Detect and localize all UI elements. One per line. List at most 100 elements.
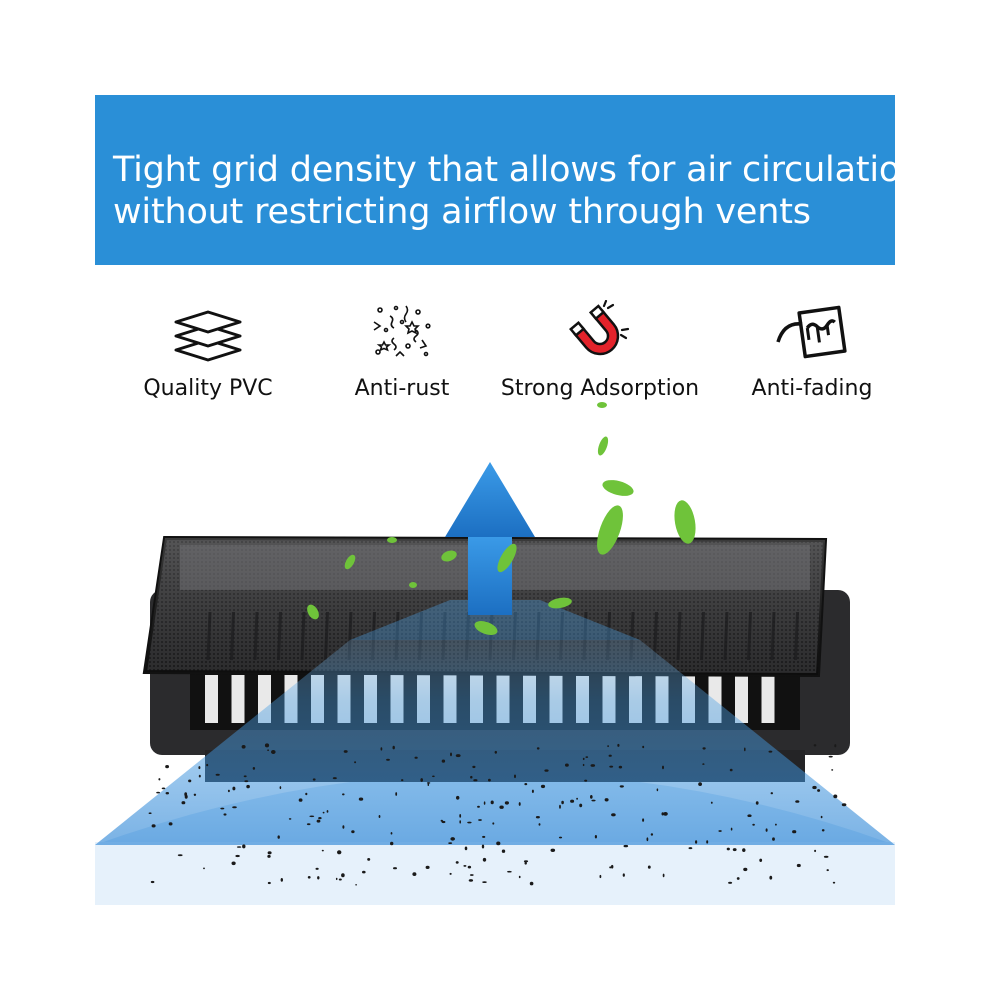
dust-particle [412, 872, 417, 876]
dust-particle [305, 792, 308, 796]
dust-particle [386, 758, 390, 761]
feature-anti-rust: Anti-rust [355, 300, 449, 401]
dust-particle [220, 807, 225, 810]
mesh-rib [747, 611, 752, 661]
dust-particle [380, 747, 383, 751]
dust-particle [642, 818, 645, 822]
dust-particle [468, 879, 474, 882]
paint-bucket-icon [772, 300, 852, 370]
dust-particle [168, 822, 173, 826]
dust-particle [158, 778, 161, 781]
dust-particle [726, 847, 730, 851]
dust-particle [441, 759, 446, 763]
dust-particle [814, 849, 817, 853]
dust-particle [759, 858, 763, 862]
dust-particle [565, 763, 569, 767]
dust-particle [772, 837, 775, 841]
dust-particle [242, 844, 246, 849]
dust-particle [341, 873, 345, 878]
dust-particle [321, 849, 324, 852]
feature-label-anti-rust: Anti-rust [354, 376, 450, 401]
dust-particle [312, 778, 316, 781]
dust-particle [277, 835, 280, 839]
dust-particle [728, 881, 733, 884]
headline-banner: Tight grid density that allows for air c… [95, 95, 922, 265]
dust-particle [362, 870, 366, 874]
feature-label-quality-pvc: Quality PVC [143, 376, 273, 401]
dust-particle [455, 754, 461, 758]
dust-particle [335, 877, 338, 881]
dust-particle [833, 794, 838, 799]
dust-particle [482, 857, 487, 862]
dust-particle [420, 778, 424, 782]
dust-particle [482, 881, 487, 883]
mesh-rib [230, 611, 235, 661]
dust-particle [358, 797, 364, 801]
dust-particle [342, 825, 345, 829]
layers-icon [168, 300, 248, 364]
dust-particle [481, 844, 485, 849]
dust-particle [623, 844, 629, 848]
dust-particle [570, 799, 575, 803]
dust-particle [611, 864, 614, 869]
dust-particle [165, 765, 170, 769]
dust-particle [841, 803, 847, 807]
dust-particle [656, 788, 659, 792]
dust-particle [538, 823, 541, 826]
dust-particle [820, 815, 823, 819]
dust-particle [622, 873, 625, 877]
feature-anti-fading: Anti-fading [752, 300, 872, 401]
dust-particle [449, 872, 452, 875]
dust-particle [298, 798, 303, 802]
dust-particle [730, 827, 733, 831]
dust-particle [544, 769, 549, 772]
dust-particle [531, 789, 534, 793]
dust-particle [662, 873, 665, 878]
dust-particle [812, 785, 817, 790]
dust-particle [504, 801, 509, 805]
dust-particle [232, 786, 236, 791]
dust-particle [390, 832, 393, 835]
dust-particle [279, 786, 282, 790]
dust-particle [232, 806, 237, 809]
mesh-rib [324, 611, 329, 661]
dust-particle [315, 867, 319, 870]
dust-particle [823, 855, 829, 858]
dust-particle [736, 877, 740, 880]
dust-particle [594, 835, 598, 839]
dust-particle [426, 782, 431, 784]
dust-particle [151, 824, 156, 828]
dust-particle [650, 833, 654, 836]
dust-particle [148, 812, 152, 814]
dust-particle [478, 819, 482, 821]
dust-particle [440, 819, 443, 822]
dust-particle [617, 743, 620, 747]
dust-particle [795, 800, 800, 803]
feature-quality-pvc: Quality PVC [143, 300, 273, 401]
vent-cover-illustration [95, 402, 895, 905]
dust-particle [246, 784, 250, 789]
dust-particle [831, 769, 834, 771]
dust-particle [469, 874, 474, 876]
dust-particle [472, 765, 476, 769]
dust-particle [215, 773, 220, 776]
dust-particle [585, 756, 589, 758]
dust-particle [482, 835, 486, 838]
dust-particle [432, 775, 435, 778]
dust-particle [317, 876, 320, 880]
dust-particle [695, 840, 698, 844]
dust-particle [337, 850, 342, 855]
mesh-rib [277, 611, 282, 661]
dust-particle [427, 783, 430, 786]
feature-strong-adsorption: Strong Adsorption [501, 300, 699, 401]
dust-particle [550, 848, 556, 852]
vent-louver [231, 675, 245, 723]
dust-particle [227, 789, 230, 793]
mesh-rib [770, 611, 776, 661]
dust-particle [378, 815, 381, 818]
dust-particle [817, 789, 821, 792]
dust-particle [609, 765, 614, 768]
vent-louver [205, 675, 218, 723]
dust-particle [271, 750, 276, 754]
vent-louver [761, 675, 775, 723]
